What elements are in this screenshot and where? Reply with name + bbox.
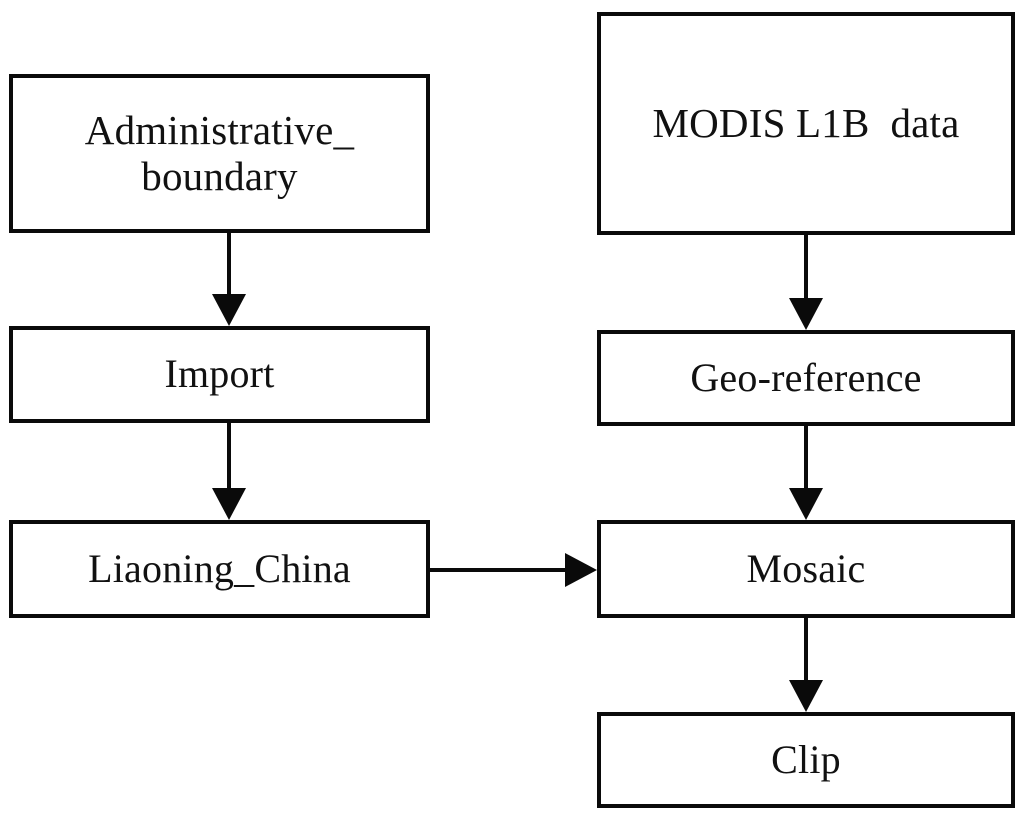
node-geo-reference[interactable]: Geo-reference	[597, 330, 1015, 426]
node-mosaic[interactable]: Mosaic	[597, 520, 1015, 618]
node-label-administrative-boundary: Administrative_ boundary	[84, 106, 355, 199]
edge-modis-to-georef	[789, 235, 823, 330]
node-modis-l1b-data[interactable]: MODIS L1B data	[597, 12, 1015, 235]
node-administrative-boundary[interactable]: Administrative_ boundary	[9, 74, 430, 233]
node-clip[interactable]: Clip	[597, 712, 1015, 808]
edge-liaoning-to-mosaic	[430, 553, 597, 587]
node-label-geo-reference: Geo-reference	[690, 354, 922, 400]
edge-georef-to-mosaic	[789, 426, 823, 520]
node-label-clip: Clip	[771, 736, 841, 782]
node-label-modis-l1b-data: MODIS L1B data	[652, 99, 960, 146]
edge-admin-to-import	[212, 233, 246, 326]
edge-import-to-liaoning	[212, 423, 246, 520]
node-label-liaoning-china: Liaoning_China	[88, 545, 351, 591]
node-liaoning-china[interactable]: Liaoning_China	[9, 520, 430, 618]
node-label-import: Import	[164, 351, 275, 397]
edge-mosaic-to-clip	[789, 618, 823, 712]
node-label-mosaic: Mosaic	[746, 545, 866, 591]
node-import[interactable]: Import	[9, 326, 430, 423]
